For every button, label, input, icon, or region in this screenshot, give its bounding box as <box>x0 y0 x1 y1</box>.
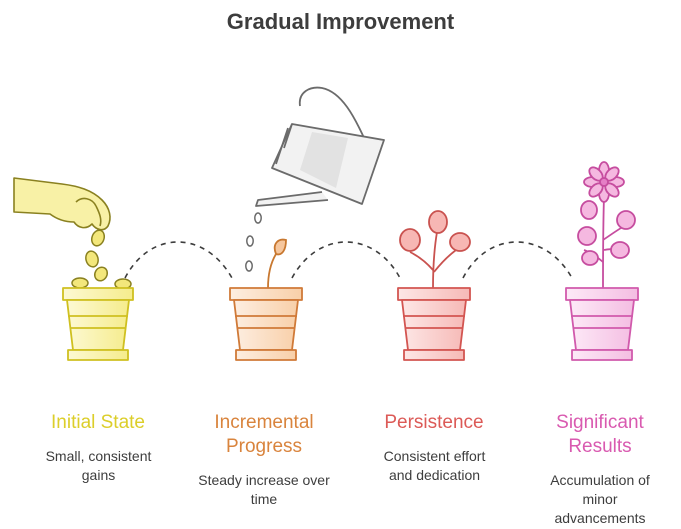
plant-icon <box>399 210 471 289</box>
seeds-icon <box>71 229 132 290</box>
hand-icon <box>13 177 111 231</box>
stage-title-initial-state: Initial State <box>51 412 145 433</box>
stage-title-significant-results: Significant Results <box>556 412 644 457</box>
page-title: Gradual Improvement <box>226 9 455 34</box>
pot-orange <box>229 287 303 361</box>
stage-desc-initial-state: Small, consistent gains <box>45 448 152 483</box>
stage-desc-persistence: Consistent effort and dedication <box>383 448 486 483</box>
stage-desc-significant-results: Accumulation of minor advancements <box>550 472 650 526</box>
flower-head <box>583 161 625 203</box>
flower-plant-icon <box>577 161 636 289</box>
stage-desc-incremental-progress: Steady increase over time <box>198 472 330 507</box>
stage-title-incremental-progress: Incremental Progress <box>214 412 314 457</box>
connector-1 <box>124 241 233 279</box>
watering-can-icon <box>255 86 385 207</box>
connector-2 <box>291 241 401 279</box>
pot-pink <box>565 287 639 361</box>
connector-3 <box>462 241 573 279</box>
stage-title-persistence: Persistence <box>384 412 484 433</box>
pot-yellow <box>62 287 134 361</box>
water-drops-icon <box>245 212 262 272</box>
pot-red <box>397 287 471 361</box>
sprout-icon <box>267 238 287 289</box>
